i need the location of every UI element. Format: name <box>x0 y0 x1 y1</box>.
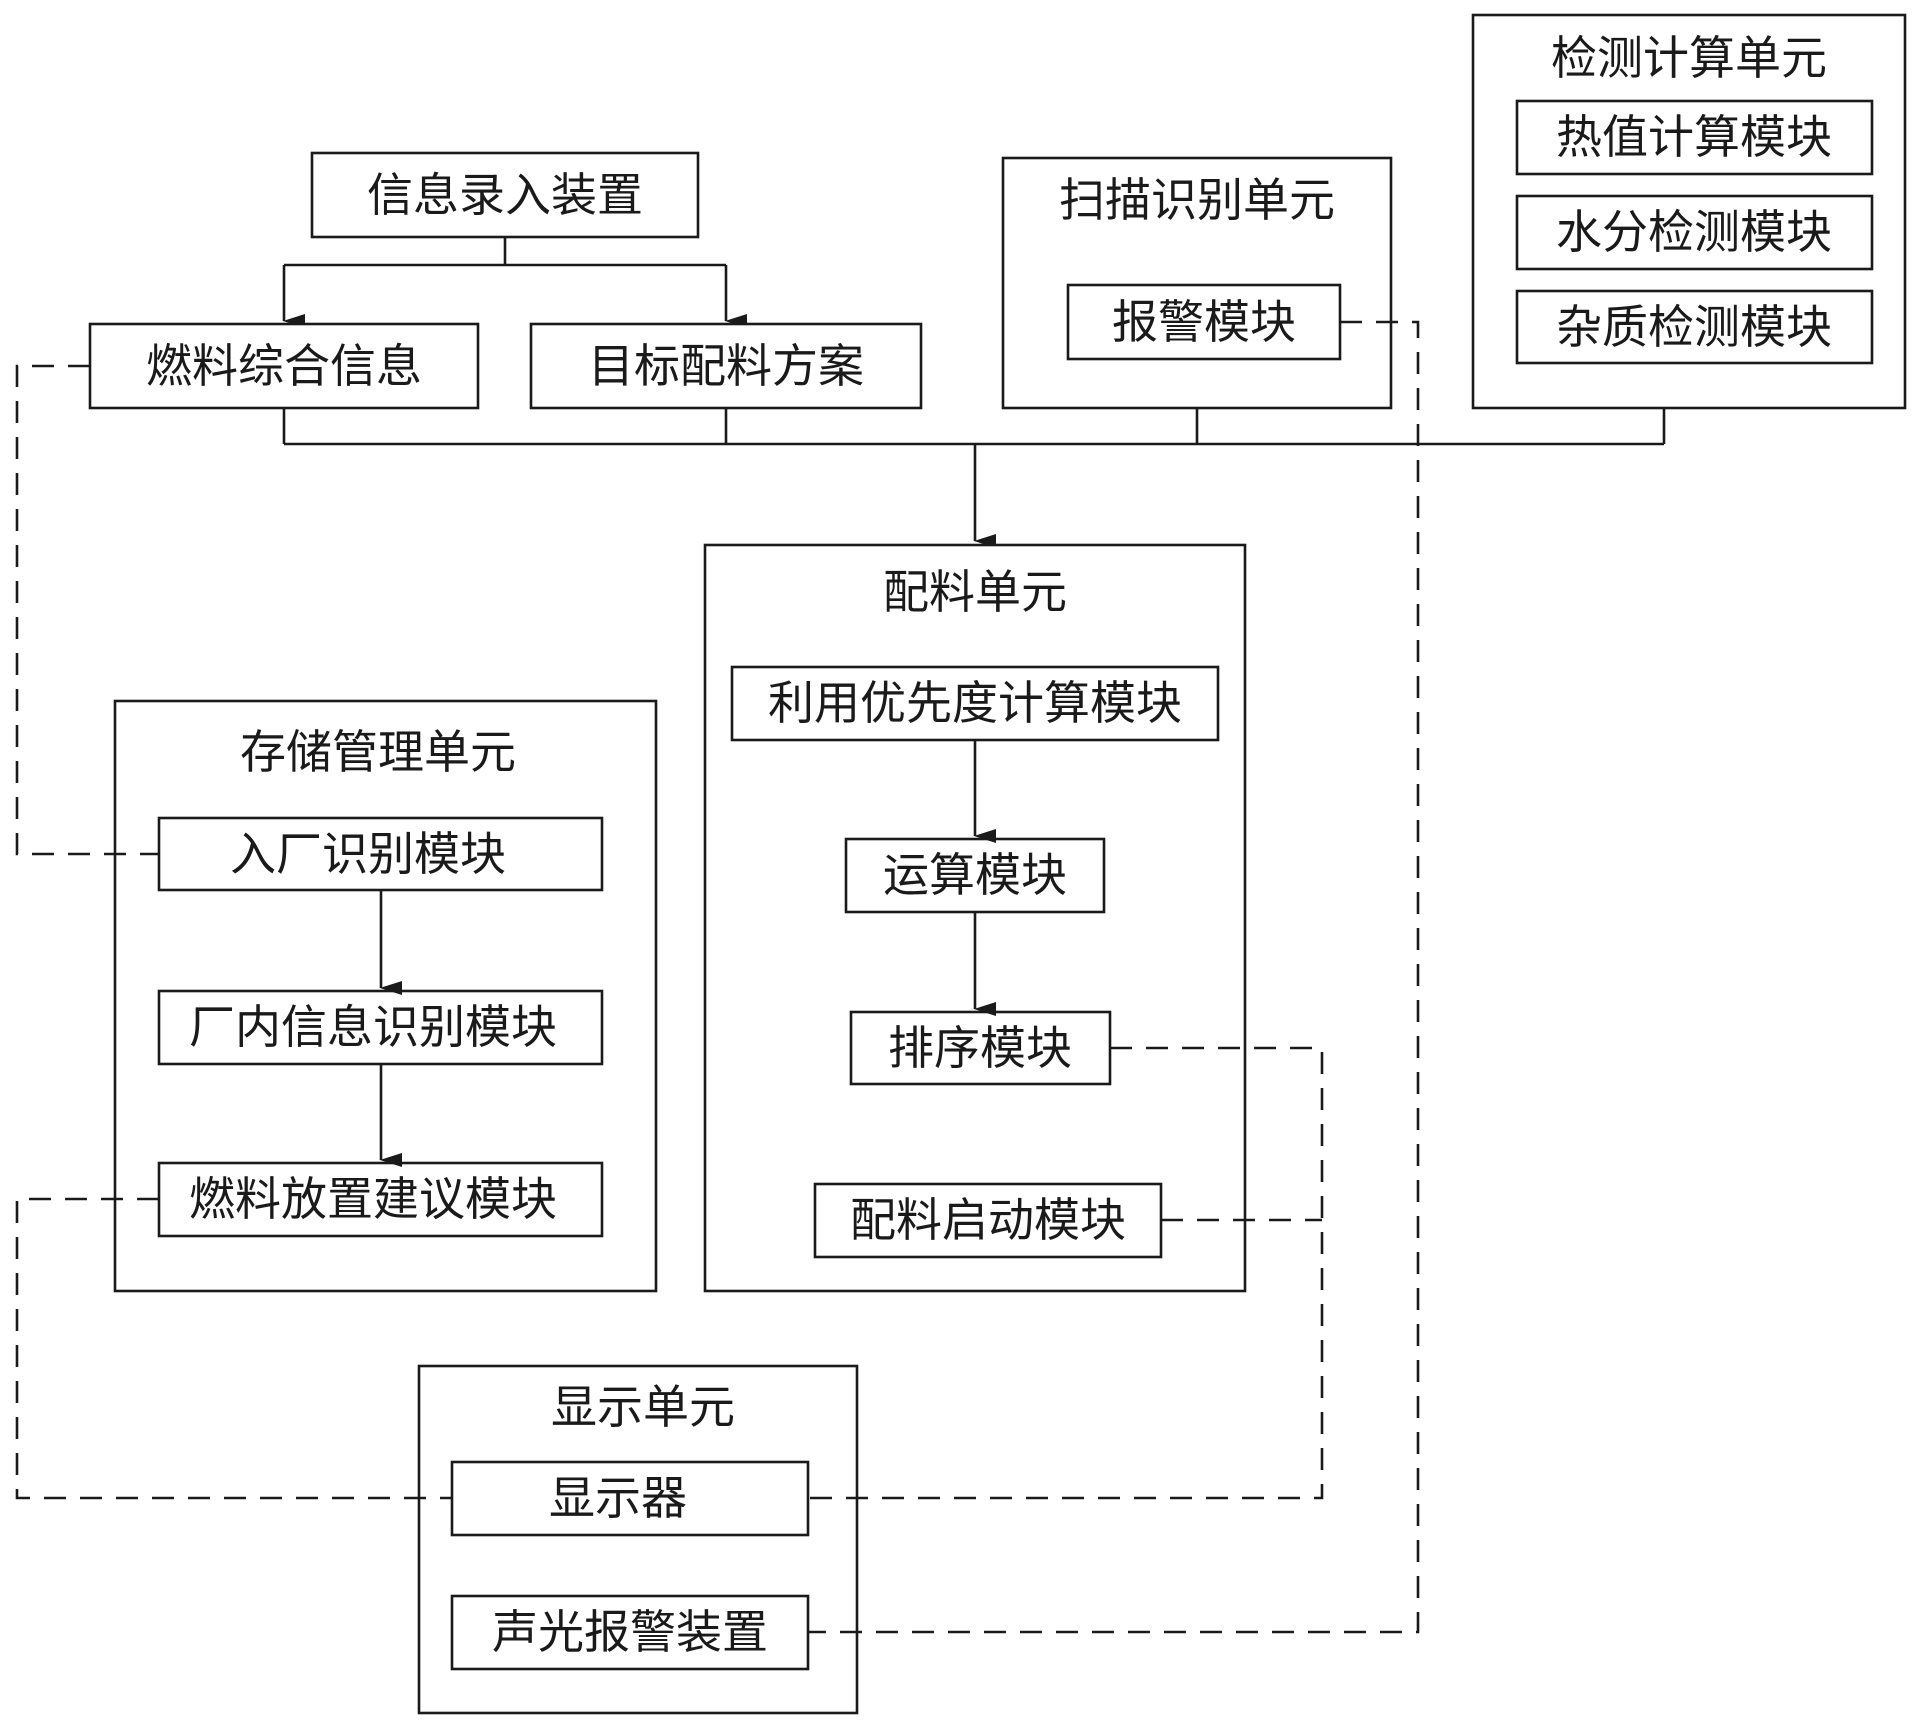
fuel-info-label: 燃料综合信息 <box>146 339 422 393</box>
dashed-link-alarm-to-device <box>808 320 1420 1634</box>
batching-unit-title: 配料单元 <box>883 565 1067 619</box>
entry-module-label: 入厂识别模块 <box>230 827 506 881</box>
impurity-module-label: 杂质检测模块 <box>1556 300 1832 354</box>
scan-recognition-unit: 扫描识别单元 报警模块 <box>1001 156 1393 410</box>
detection-calculation-unit: 检测计算单元 热值计算模块 水分检测模块 杂质检测模块 <box>1471 13 1907 410</box>
dashed-link-fuel-info-to-entry <box>15 364 159 856</box>
sort-module-label: 排序模块 <box>888 1021 1072 1075</box>
display-label: 显示器 <box>549 1471 687 1525</box>
display-unit-title: 显示单元 <box>551 1380 735 1434</box>
collector-bus <box>282 408 1666 446</box>
dashed-link-placement-to-display <box>15 1197 452 1500</box>
placement-module-label: 燃料放置建议模块 <box>189 1172 557 1226</box>
start-module-label: 配料启动模块 <box>850 1193 1126 1247</box>
alarm-module-label: 报警模块 <box>1112 295 1296 349</box>
input-split-line <box>284 237 726 267</box>
alarm-device-label: 声光报警装置 <box>492 1605 768 1659</box>
storage-management-unit: 存储管理单元 入厂识别模块 厂内信息识别模块 燃料放置建议模块 <box>113 699 658 1293</box>
fuel-info-box: 燃料综合信息 <box>88 322 480 410</box>
heat-value-module-label: 热值计算模块 <box>1556 110 1832 164</box>
scan-unit-title: 扫描识别单元 <box>1059 173 1335 227</box>
info-input-device-label: 信息录入装置 <box>367 168 643 222</box>
inplant-module-label: 厂内信息识别模块 <box>189 1000 557 1054</box>
info-input-device: 信息录入装置 <box>310 151 700 239</box>
priority-module-label: 利用优先度计算模块 <box>768 676 1182 730</box>
detect-unit-title: 检测计算单元 <box>1551 31 1827 85</box>
display-unit: 显示单元 显示器 声光报警装置 <box>417 1364 859 1715</box>
storage-unit-title: 存储管理单元 <box>240 725 516 779</box>
dashed-link-sort-to-display <box>808 1046 1324 1500</box>
target-plan-box: 目标配料方案 <box>529 322 923 410</box>
target-plan-label: 目标配料方案 <box>588 339 864 393</box>
compute-module-label: 运算模块 <box>883 848 1067 902</box>
moisture-module-label: 水分检测模块 <box>1556 205 1832 259</box>
